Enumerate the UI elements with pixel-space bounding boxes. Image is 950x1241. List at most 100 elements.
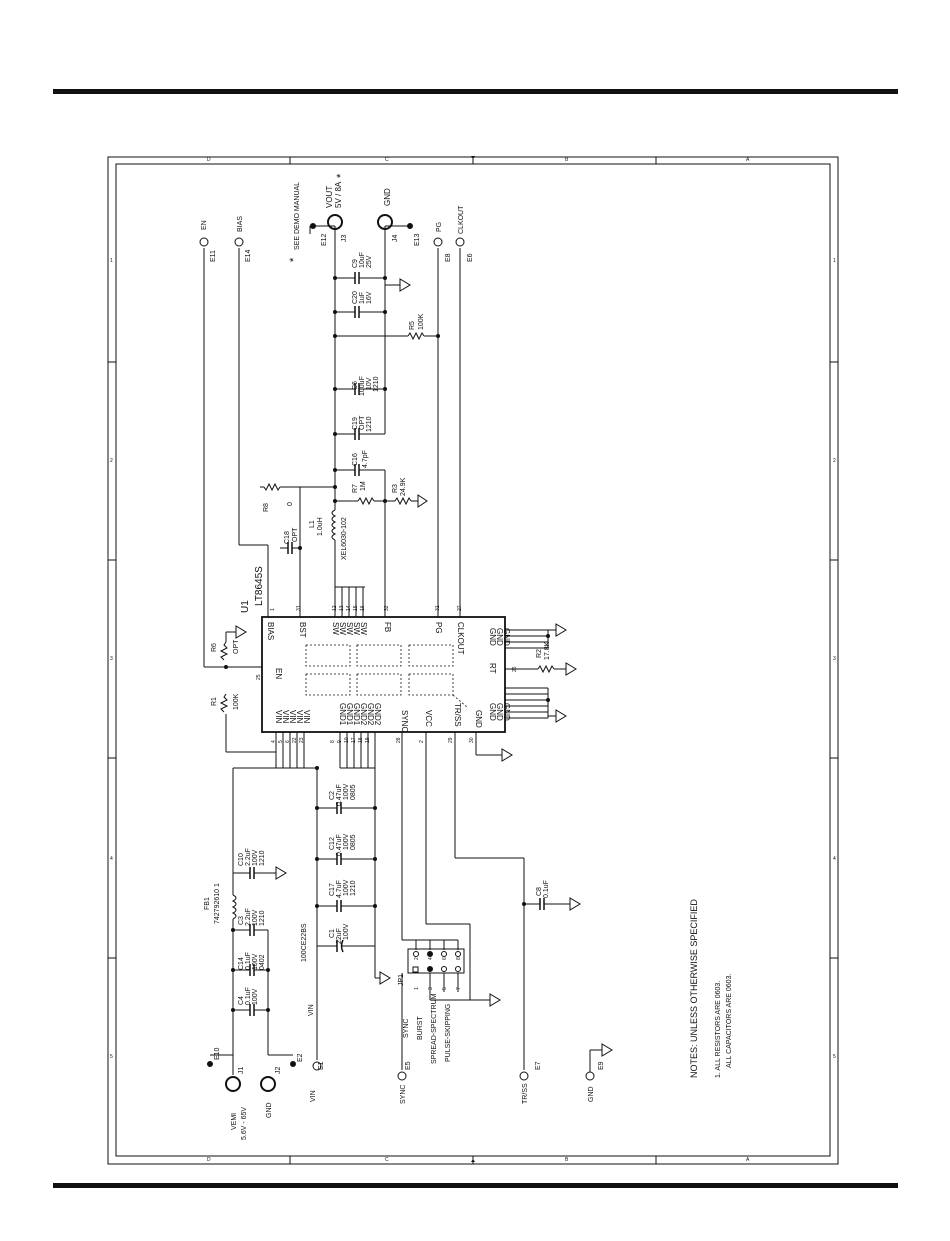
resistor-r6 xyxy=(219,641,229,661)
c9-ref: C9 xyxy=(352,259,359,268)
terminal-label: E6 xyxy=(467,253,474,262)
gnd-label: GND xyxy=(266,1102,273,1118)
asterisk: * xyxy=(288,257,300,262)
vin-label: VIN xyxy=(310,1090,317,1102)
u1-part: LT8645S xyxy=(254,566,265,606)
jp1-mode-label: SPREAD-SPECTRUM xyxy=(431,993,438,1064)
jp1-pin[interactable] xyxy=(455,966,461,972)
border-number: 2 xyxy=(110,458,113,464)
terminal-e5[interactable] xyxy=(397,1071,407,1081)
terminal-e7[interactable] xyxy=(519,1071,529,1081)
jp1-pin-number: 4 xyxy=(428,957,434,960)
terminal-label: E1 xyxy=(318,1061,325,1070)
jp1-pin-number: 7 xyxy=(456,987,462,990)
pin-vin: VIN xyxy=(295,710,304,724)
c3-voltage: 100V xyxy=(252,909,259,926)
pin-number: 4 xyxy=(271,740,277,743)
c16-ref: C16 xyxy=(352,453,359,466)
pin-gnd1: GND1 xyxy=(352,703,361,726)
pin-fb: FB xyxy=(383,622,392,632)
border-letter: B xyxy=(565,157,569,163)
r1-ref: R1 xyxy=(211,697,218,706)
pin-clkout: CLKOUT xyxy=(456,622,465,655)
border-number: 3 xyxy=(833,656,836,662)
jack-j4[interactable] xyxy=(377,214,393,230)
jp1-pin[interactable] xyxy=(427,951,433,957)
jack-j3[interactable] xyxy=(327,214,343,230)
pin-vin: VIN xyxy=(281,710,290,724)
terminal-label: E14 xyxy=(245,249,252,262)
turret-e10[interactable] xyxy=(207,1061,213,1067)
turret-e12[interactable] xyxy=(310,223,316,229)
jp1-pin-number: 3 xyxy=(428,987,434,990)
fb1-ref: FB1 xyxy=(204,897,211,910)
jp1-pin[interactable] xyxy=(455,951,461,957)
c6-ref: C6 xyxy=(352,381,359,390)
ic-u1: BIAS BST SW SW SW SW SW FB PG CLKOUT GND… xyxy=(240,566,518,743)
jp1-mode-label: PULSE-SKIPPING xyxy=(445,1004,452,1062)
r5-ref: R5 xyxy=(409,321,416,330)
terminal-label: E5 xyxy=(405,1061,412,1070)
pin-gnd2: GND2 xyxy=(366,703,375,726)
terminal-label: E8 xyxy=(445,253,452,262)
asterisk: * xyxy=(335,173,347,178)
ferrite-fb1 xyxy=(231,894,237,920)
fb1-part: 742792610 1 xyxy=(214,883,221,924)
border-number: 4 xyxy=(110,856,113,862)
c10-ref: C10 xyxy=(238,853,245,866)
vemi-label: VEMI xyxy=(231,1113,238,1130)
c10-value: 2.2uF xyxy=(245,848,252,866)
r5-value: 100K xyxy=(418,313,425,330)
turret-e13[interactable] xyxy=(407,223,413,229)
pin-gnd1: GND1 xyxy=(338,703,347,726)
r7-value: 1M xyxy=(360,481,367,491)
terminal-label: E11 xyxy=(210,250,217,262)
u1-ref: U1 xyxy=(240,600,251,613)
border-number: 1 xyxy=(833,258,836,264)
c1-part: 100CE22BS xyxy=(301,923,308,962)
r8-ref: R8 xyxy=(263,503,270,512)
jp1-pin-1[interactable] xyxy=(412,966,419,973)
terminal-e11[interactable] xyxy=(199,237,209,247)
pin-gnd2: GND2 xyxy=(373,703,382,726)
gnd-label: GND xyxy=(383,188,392,206)
terminal-label: E2 xyxy=(297,1053,304,1062)
pin-vin: VIN xyxy=(274,710,283,724)
c12-voltage: 100V xyxy=(343,833,350,850)
notes-line: ALL CAPACITORS ARE 0603. xyxy=(726,974,733,1068)
c2-size: 0805 xyxy=(350,784,357,800)
jp1-pin[interactable] xyxy=(413,951,419,957)
c2-voltage: 100V xyxy=(343,783,350,800)
pin-sync: SYNC xyxy=(400,710,409,732)
terminal-e1[interactable] xyxy=(312,1061,322,1071)
c3-value: 2.2uF xyxy=(245,908,252,926)
c10-voltage: 100V xyxy=(252,849,259,866)
bottom-rule xyxy=(53,1183,898,1188)
rt-gnd-section xyxy=(475,623,577,762)
turret-e2[interactable] xyxy=(290,1061,296,1067)
r2-ref: R2 xyxy=(536,649,543,658)
c8-ref: C8 xyxy=(536,887,543,896)
c17-ref: C17 xyxy=(329,883,336,896)
border-letter: C xyxy=(385,1157,389,1163)
jp1-ref: JP1 xyxy=(398,974,405,986)
terminal-e9[interactable] xyxy=(585,1071,595,1081)
jack-j1[interactable] xyxy=(225,1076,241,1092)
jack-j2[interactable] xyxy=(260,1076,276,1092)
jp1-pin[interactable] xyxy=(441,951,447,957)
jumper-jp1[interactable] xyxy=(407,948,465,974)
terminal-e6[interactable] xyxy=(455,237,465,247)
c19-value: OPT xyxy=(359,415,366,430)
terminal-e14[interactable] xyxy=(234,237,244,247)
jp1-pin[interactable] xyxy=(441,966,447,972)
terminal-label: E12 xyxy=(321,233,328,246)
c19-size: 1210 xyxy=(366,416,373,432)
jp1-pin[interactable] xyxy=(427,966,433,972)
c10-size: 1210 xyxy=(259,850,266,866)
terminal-e8[interactable] xyxy=(433,237,443,247)
r1-value: 100K xyxy=(233,693,240,710)
c12-size: 0805 xyxy=(350,834,357,850)
c4-ref: C4 xyxy=(238,996,245,1005)
notes-line: 1. ALL RESISTORS ARE 0603. xyxy=(715,981,722,1078)
resistor-r2 xyxy=(537,664,555,674)
